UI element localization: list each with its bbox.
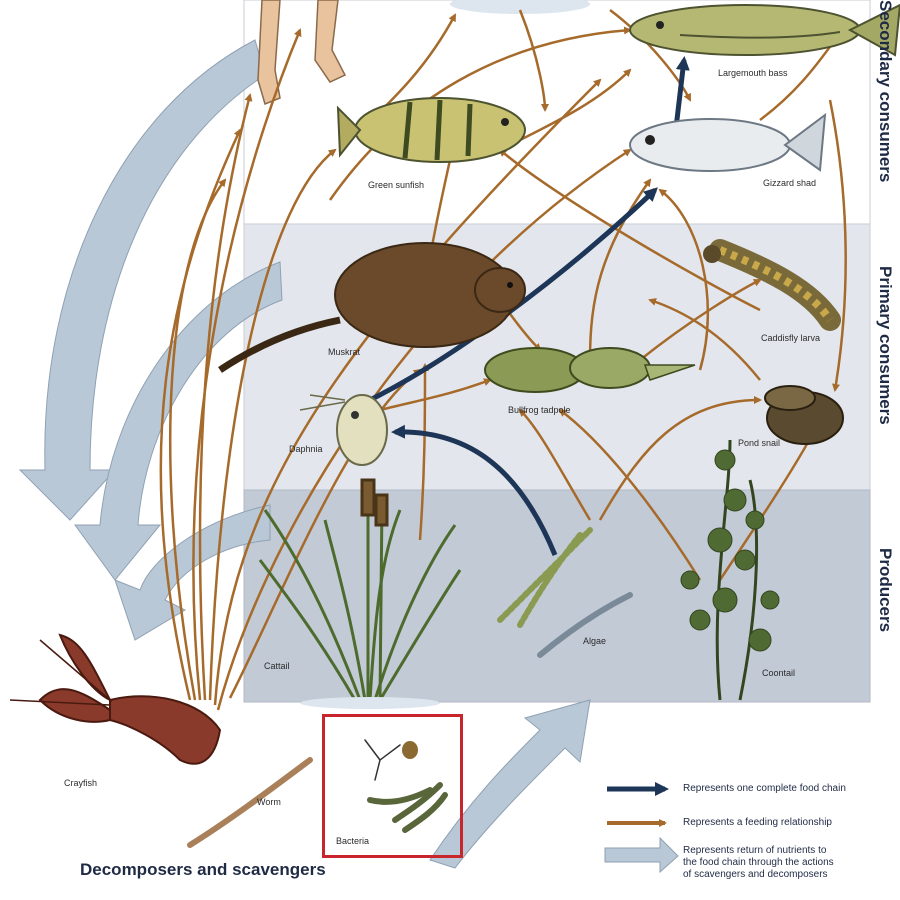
label-coontail: Coontail xyxy=(762,668,796,678)
label-algae: Algae xyxy=(583,636,607,646)
label-bullfrog-tadpole: Bullfrog tadpole xyxy=(508,405,571,415)
label-muskrat: Muskrat xyxy=(328,347,361,357)
algae xyxy=(497,527,633,658)
legend-nutrients-text: Represents return of nutrients to the fo… xyxy=(683,845,834,881)
secondary-consumers-label: Secondary consumers xyxy=(876,0,895,183)
legend-nutrients-line-1: Represents return of nutrients to xyxy=(683,845,827,856)
crayfish xyxy=(9,633,222,765)
green-sunfish xyxy=(336,97,526,163)
legend-nutrient-arrow xyxy=(604,836,679,874)
legend-feeding-text: Represents a feeding relationship xyxy=(683,817,832,828)
muskrat xyxy=(218,242,526,373)
bullfrog-tadpole xyxy=(484,347,696,393)
cattail-water xyxy=(300,697,440,709)
label-cattail: Cattail xyxy=(264,661,290,671)
cattail xyxy=(258,478,462,701)
nutrient-return-arrows xyxy=(18,39,591,869)
legend-food-chain-text: Represents one complete food chain xyxy=(683,783,846,794)
largemouth-bass xyxy=(629,3,900,57)
gizzard-shad xyxy=(629,112,827,172)
label-pond-snail: Pond snail xyxy=(738,438,781,448)
legend-nutrients-line-3: of scavengers and decomposers xyxy=(683,869,828,880)
primary-consumers-label: Primary consumers xyxy=(876,266,895,425)
label-daphnia: Daphnia xyxy=(289,444,323,454)
coontail xyxy=(680,439,780,701)
daphnia xyxy=(299,394,388,466)
bacteria-cell xyxy=(402,741,418,759)
bacteria xyxy=(364,739,448,833)
label-green-sunfish: Green sunfish xyxy=(368,180,425,190)
label-gizzard-shad: Gizzard shad xyxy=(763,178,817,188)
pond-snail xyxy=(764,385,844,445)
label-bacteria: Bacteria xyxy=(336,836,370,846)
bacteria-highlight-box xyxy=(322,714,463,858)
caddisfly-larva xyxy=(703,239,841,331)
decomposers-scavengers-label: Decomposers and scavengers xyxy=(80,860,326,879)
legend-nutrients-line-2: the food chain through the actions xyxy=(683,857,834,868)
label-largemouth-bass: Largemouth bass xyxy=(718,68,788,78)
human-legs xyxy=(257,0,347,106)
producers-label: Producers xyxy=(876,548,895,633)
label-worm: Worm xyxy=(257,797,281,807)
water-surface xyxy=(450,0,590,14)
worm xyxy=(187,757,313,848)
label-caddisfly-larva: Caddisfly larva xyxy=(761,333,821,343)
label-crayfish: Crayfish xyxy=(64,778,98,788)
